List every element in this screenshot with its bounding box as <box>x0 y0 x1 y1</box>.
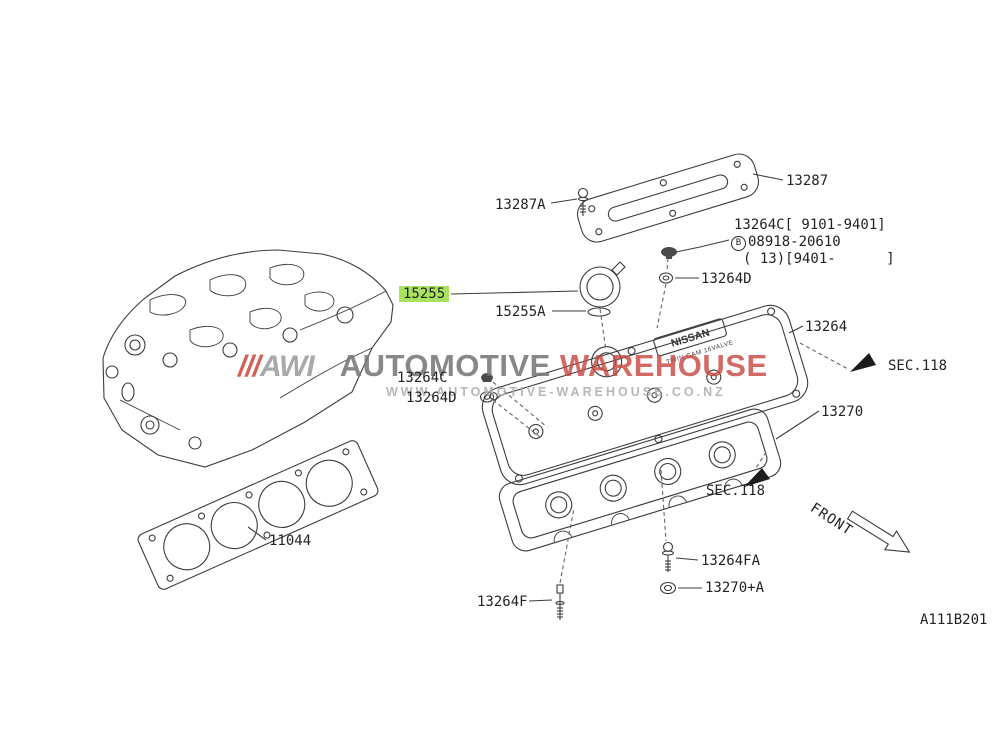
grommets-left-drawing <box>479 373 495 403</box>
cover-gasket-drawing <box>498 408 782 552</box>
plug-grommet-top-drawing <box>658 247 677 284</box>
part-label-13287a[interactable]: 13287A <box>495 197 546 213</box>
part-label-13264c-left[interactable]: 13264C <box>397 370 448 386</box>
leader-lines <box>247 173 820 602</box>
part-label-13264f[interactable]: 13264F <box>477 594 528 610</box>
sec118-lower-arrow-icon <box>744 468 770 487</box>
dashed-lines <box>492 257 849 584</box>
diagram-code: A111B201 <box>920 612 988 628</box>
part-label-13287[interactable]: 13287 <box>786 173 829 189</box>
part-label-15255-highlighted[interactable]: 15255 <box>399 286 450 302</box>
head-gasket-drawing <box>137 440 379 590</box>
cylinder-head-drawing <box>102 249 394 468</box>
part-label-13264fa[interactable]: 13264FA <box>701 553 761 569</box>
part-label-13270a[interactable]: 13270+A <box>705 580 765 596</box>
stud-13264f-drawing <box>555 584 565 620</box>
part-label-15255a[interactable]: 15255A <box>495 304 546 320</box>
front-arrow-icon <box>846 510 911 553</box>
part-label-13264d-top[interactable]: 13264D <box>701 271 752 287</box>
part-label-13264d-left[interactable]: 13264D <box>406 390 457 406</box>
sec118-right-arrow-icon <box>850 353 876 372</box>
b-marker-icon: B <box>731 235 746 251</box>
part-label-9401-range[interactable]: ( 13)[9401- ] <box>743 251 895 267</box>
sec118-right-label: SEC.118 <box>888 358 948 374</box>
valve-cover-drawing: NISSAN TWIN CAM 16VALVE <box>481 304 809 486</box>
part-label-13264[interactable]: 13264 <box>805 319 848 335</box>
bolt-13287a-drawing <box>577 187 589 216</box>
baffle-plate-drawing <box>577 153 759 243</box>
part-label-11044[interactable]: 11044 <box>269 533 312 549</box>
section-arrows <box>744 353 911 553</box>
bolt-grommet-bottom-drawing <box>659 541 677 595</box>
oil-filler-cap-drawing <box>579 261 626 317</box>
part-label-13270[interactable]: 13270 <box>821 404 864 420</box>
sec118-lower-label: SEC.118 <box>706 483 766 499</box>
part-label-13264c-range[interactable]: 13264C[ 9101-9401] <box>734 217 886 233</box>
